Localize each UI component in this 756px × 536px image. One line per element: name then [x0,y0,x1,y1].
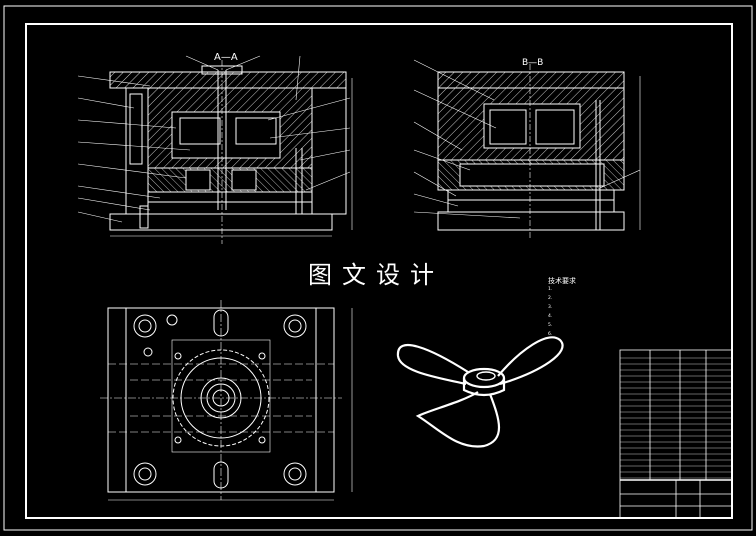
tech-note: 6. [548,332,553,337]
tech-note: 5. [548,323,553,328]
section-b-view [413,59,641,240]
tech-note: 4. [548,314,553,319]
tech-note: 2. [548,296,553,301]
outer-frame [3,5,753,531]
inner-frame [25,23,733,519]
section-a-label: A—A [214,52,238,63]
plan-view [100,300,353,501]
drawing-watermark: 图文设计 [308,261,444,289]
tech-note: 3. [548,305,553,310]
tech-notes-title: 技术要求 [548,277,576,285]
section-a-view [77,55,353,244]
tech-note: 1. [548,287,553,292]
title-block [619,349,733,519]
section-b-label: B—B [522,58,544,68]
title-block-rows [620,357,732,479]
fan-isometric [396,336,564,448]
